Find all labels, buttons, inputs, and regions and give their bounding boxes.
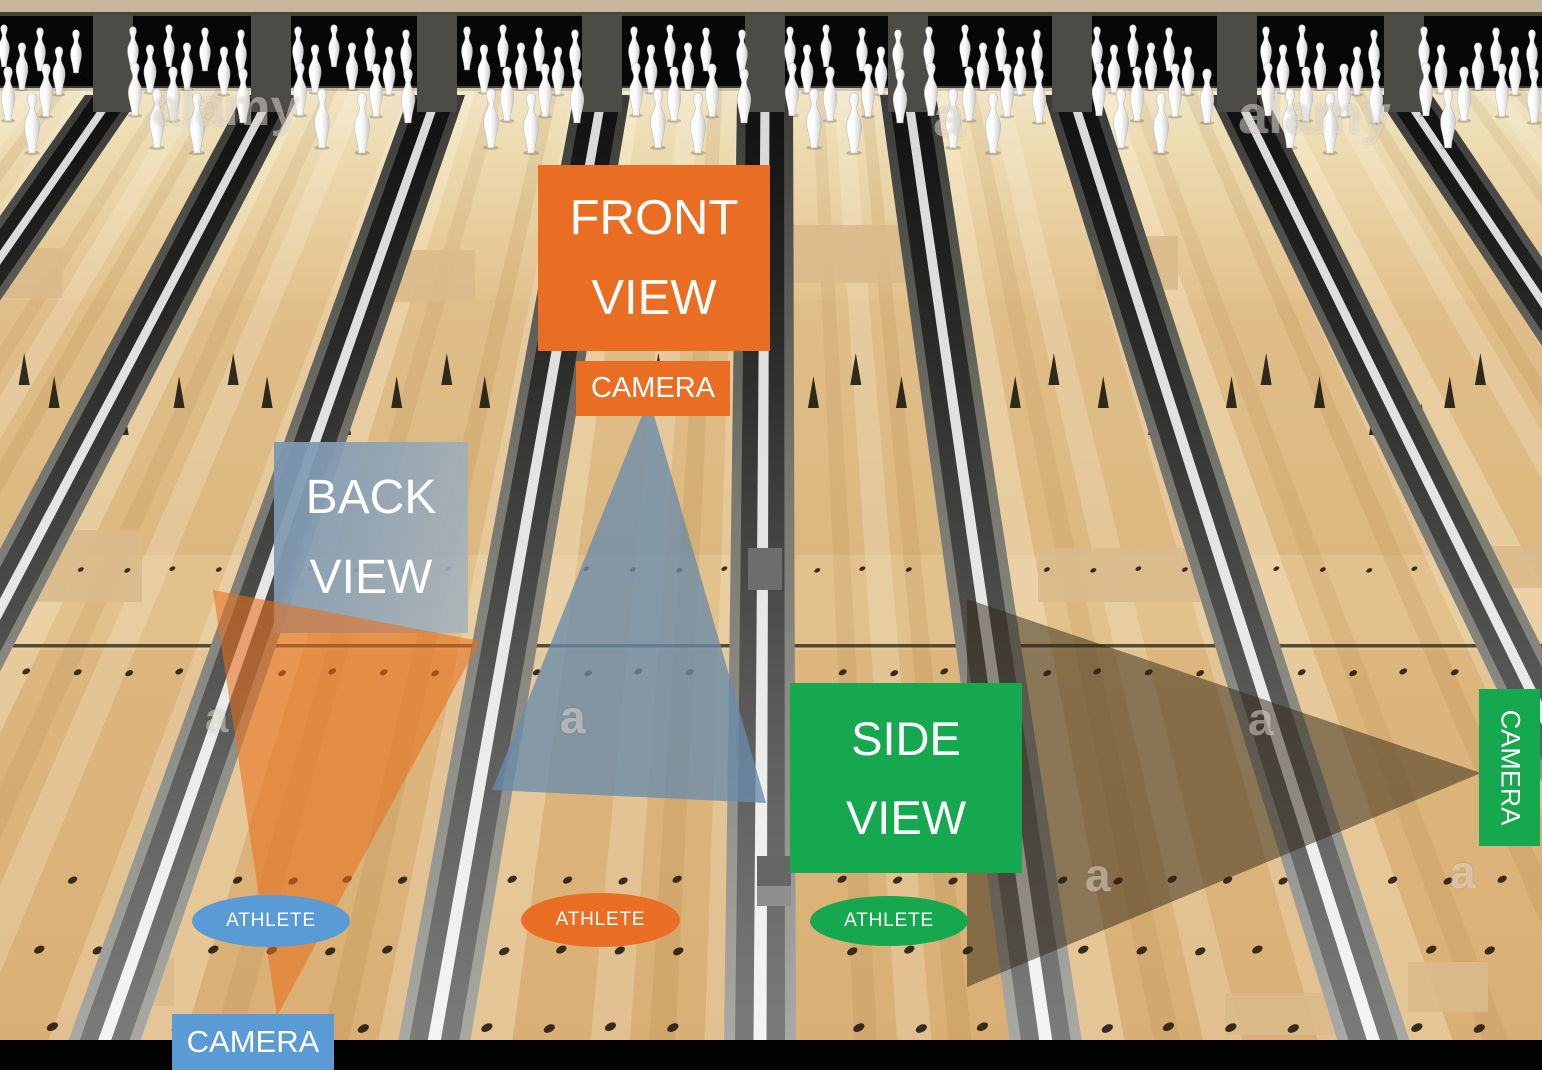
front-camera-text: CAMERA [590,372,716,404]
ball-return-box [757,856,791,886]
athlete-marker-side-view: ATHLETE [810,896,968,946]
front-camera-cone [492,398,766,803]
front-camera-label: CAMERA [576,361,730,416]
athlete-front-text: ATHLETE [555,909,646,930]
front-view-label-box: FRONT VIEW [538,165,770,351]
back-view-label-box: BACK VIEW [274,442,468,633]
side-camera-text: CAMERA [1495,709,1526,826]
athlete-marker-front-view: ATHLETE [521,893,680,947]
athlete-back-text: ATHLETE [226,910,316,931]
side-view-label-box: SIDE VIEW [790,683,1022,873]
side-view-title-line2: VIEW [845,791,967,844]
side-camera-label: CAMERA [1479,689,1540,846]
back-view-title-line2: VIEW [309,550,433,604]
athlete-side-text: ATHLETE [844,910,934,931]
bowling-pins [0,24,1542,156]
side-camera-cone [967,599,1481,987]
athlete-marker-back-view: ATHLETE [192,895,350,947]
ball-return-box [748,548,782,590]
back-camera-cone [213,590,480,1016]
back-view-title-line1: BACK [305,470,437,524]
front-view-title-line1: FRONT [569,191,739,245]
back-camera-text: CAMERA [186,1024,320,1059]
front-view-title-line2: VIEW [591,271,717,325]
side-view-title-line1: SIDE [851,712,961,765]
back-camera-label: CAMERA [172,1014,334,1070]
